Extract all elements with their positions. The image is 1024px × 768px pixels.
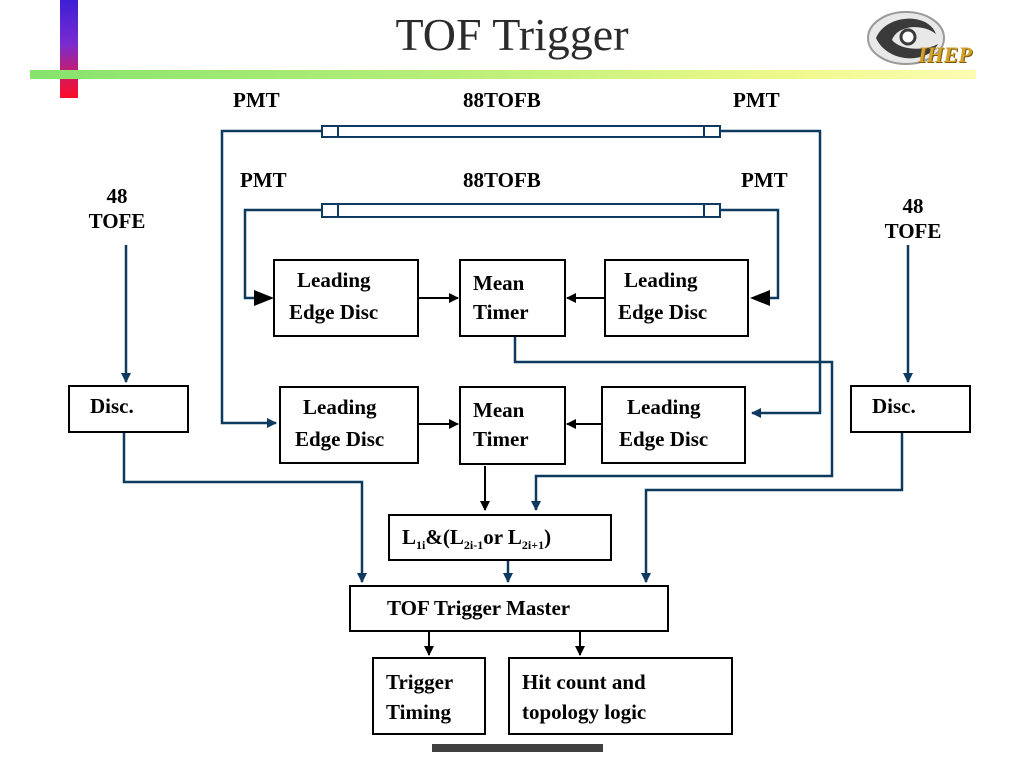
mean-timer-lower-line1: Mean [473,398,525,422]
wire-disc-right-out [641,433,904,583]
logic-l1-sub: 1i [416,538,426,553]
logic-close: ) [544,525,552,549]
tofe-right-count: 48 [902,194,924,218]
pmt-inner-right-label: PMT [741,168,788,192]
logic-l1: L [402,525,417,549]
coincidence-logic-expression: L1i&(L2i-1or L2i+1) [402,522,610,554]
pmt-top-left-label: PMT [233,88,280,112]
led-lower-left-line2: Edge Disc [295,426,385,451]
title-rule [30,70,976,79]
tofe-left-count: 48 [106,184,128,208]
led-upper-right-line2: Edge Disc [618,299,708,324]
disc-right-box: Disc. [850,385,971,433]
trigger-timing-line1: Trigger [386,670,454,694]
pmt-top-right-label: PMT [733,88,780,112]
mean-timer-lower-line2: Timer [473,427,529,452]
coincidence-logic-box: L1i&(L2i-1or L2i+1) [388,514,612,561]
slide-title: TOF Trigger [395,9,629,60]
tof-trigger-master-box: TOF Trigger Master [349,585,669,632]
led-upper-left-box: Leading Edge Disc [273,259,419,337]
led-lower-right-line2: Edge Disc [619,426,709,451]
wire-upper-mt-out [513,336,834,511]
wire-top-left [220,129,322,428]
mean-timer-lower-box: Mean Timer [459,386,566,465]
wire-inner-left [243,208,322,300]
tofb-top-label: 88TOFB [463,88,541,112]
logic-amp: &(L [425,525,464,549]
mean-timer-upper-box: Mean Timer [459,259,566,337]
led-upper-right-box: Leading Edge Disc [604,259,749,337]
trigger-timing-box: Trigger Timing [372,657,486,735]
logo-text: IHEP [918,42,972,67]
pmt-inner-left-label: PMT [240,168,287,192]
tof-trigger-master-label: TOF Trigger Master [387,596,571,620]
tofe-right-label: 48 TOFE [872,194,954,244]
mean-timer-upper-line2: Timer [473,300,529,325]
mean-timer-upper-line1: Mean [473,271,525,295]
hit-count-line1: Hit count and [522,670,646,694]
bottom-decoration-bar [432,744,603,752]
tofe-left-label: 48 TOFE [76,184,158,234]
led-upper-right-line1: Leading [624,268,698,292]
tofe-left-name: TOFE [88,209,146,234]
led-lower-right-line1: Leading [627,395,701,419]
logic-l2a-sub: 2i-1 [463,538,484,553]
arrow-into-upper-right-led [750,290,770,306]
disc-left-box: Disc. [68,385,189,433]
wire-disc-left-out [122,433,367,583]
led-upper-left-line2: Edge Disc [289,299,379,324]
disc-left-label: Disc. [90,394,134,418]
wire-top-right [720,129,822,418]
trigger-timing-line2: Timing [386,700,451,725]
led-upper-left-line1: Leading [297,268,371,292]
disc-right-label: Disc. [872,394,916,418]
led-lower-right-box: Leading Edge Disc [601,386,746,464]
scintillator-bar-inner [321,203,721,218]
led-lower-left-box: Leading Edge Disc [279,386,419,464]
ihep-logo-icon [867,11,945,65]
tofe-right-name: TOFE [884,219,942,244]
hit-count-line2: topology logic [522,700,647,725]
logic-l2b-sub: 2i+1 [521,538,545,553]
led-lower-left-line1: Leading [303,395,377,419]
arrow-into-upper-left-led [254,290,274,306]
tofb-inner-label: 88TOFB [463,168,541,192]
hit-count-box: Hit count and topology logic [508,657,733,735]
logic-or: or L [483,525,522,549]
scintillator-bar-top [321,125,721,138]
